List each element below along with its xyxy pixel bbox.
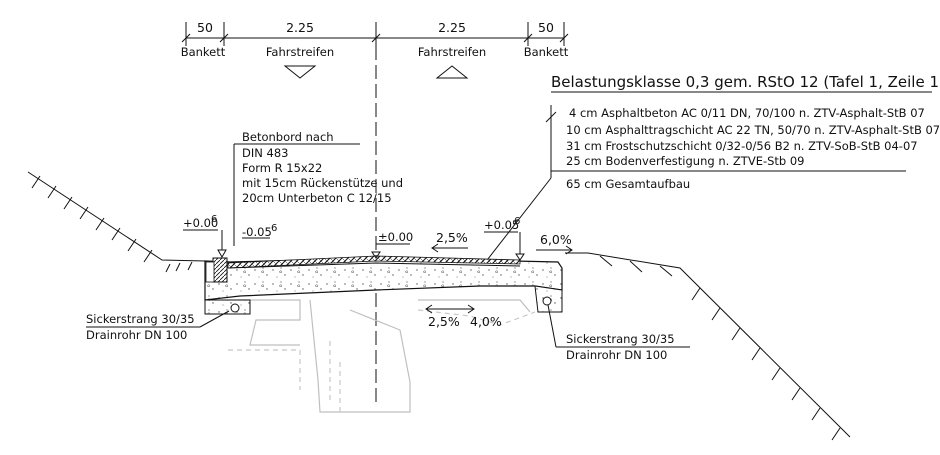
curb-note-line-3: mit 15cm Rückenstütze und (242, 176, 403, 190)
label-bankett-left: Bankett (181, 45, 226, 59)
slope-subgrade-right: 4,0% (470, 314, 502, 329)
direction-down-triangle-icon (283, 65, 317, 79)
level-left-gutter-sup: 6 (271, 223, 277, 234)
direction-up-triangle-icon (435, 65, 469, 79)
left-drain-pipe-icon (230, 303, 240, 313)
label-bankett-right: Bankett (524, 45, 569, 59)
pavement-structure (204, 255, 563, 315)
level-left-gutter: -0.05 (242, 225, 272, 239)
load-class-title: Belastungsklasse 0,3 gem. RStO 12 (Tafel… (551, 73, 940, 91)
curb-note-heading: Betonbord nach (242, 130, 334, 144)
left-curb (212, 257, 228, 283)
level-axis: ±0.00 (378, 230, 413, 244)
curb-note-line-4: 20cm Unterbeton C 12/15 (242, 191, 392, 205)
slope-surface: 2,5% (436, 230, 468, 245)
drain-labels: Sickerstrang 30/35 Drainrohr DN 100 Sick… (86, 304, 690, 362)
total-thickness: 65 cm Gesamtaufbau (566, 177, 690, 191)
dim-lane-left-value: 2.25 (286, 20, 314, 35)
right-drain-label-2: Drainrohr DN 100 (566, 348, 667, 362)
curb-note: Betonbord nach DIN 483 Form R 15x22 mit … (233, 130, 403, 246)
terrain (27, 171, 851, 441)
level-right-edge-sup: 6 (514, 216, 520, 227)
level-left-curb: +0.00 (183, 216, 218, 230)
layer-legend: Belastungsklasse 0,3 gem. RStO 12 (Tafel… (469, 73, 940, 283)
left-drain-label-2: Drainrohr DN 100 (86, 328, 187, 342)
left-drain-label-1: Sickerstrang 30/35 (86, 312, 195, 326)
dim-bankett-right-value: 50 (538, 20, 554, 35)
right-drain-label-1: Sickerstrang 30/35 (566, 332, 675, 346)
curb-note-line-1: DIN 483 (242, 146, 288, 160)
slope-annotations: 2,5% 6,0% 2,5% 4,0% (425, 230, 573, 329)
layer-frostschutzschicht: 31 cm Frostschutzschicht 0/32-0/56 B2 n.… (566, 139, 918, 153)
left-drain-trench (204, 299, 251, 315)
layer-asphalttragschicht: 10 cm Asphalttragschicht AC 22 TN, 50/70… (566, 123, 940, 137)
label-lane-right: Fahrstreifen (418, 45, 486, 59)
label-lane-left: Fahrstreifen (266, 45, 334, 59)
layer-bodenverfestigung: 25 cm Bodenverfestigung n. ZTVE-Stb 09 (566, 154, 805, 168)
level-right-edge: +0.05 (484, 218, 519, 232)
existing-structure-outline (227, 299, 536, 413)
level-left-curb-sup: 6 (211, 214, 217, 225)
dimension-chain: 50 2.25 2.25 50 Bankett Fahrstreifen Fah… (181, 20, 569, 79)
layer-asphaltbeton: 4 cm Asphaltbeton AC 0/11 DN, 70/100 n. … (569, 106, 925, 120)
right-drain-pipe-icon (542, 296, 552, 306)
curb-note-line-2: Form R 15x22 (242, 161, 322, 175)
slope-shoulder: 6,0% (540, 232, 572, 247)
level-markers: +0.00 6 -0.05 6 ±0.00 +0.05 6 (183, 214, 525, 261)
dim-lane-right-value: 2.25 (438, 20, 466, 35)
slope-subgrade-left: 2,5% (428, 314, 460, 329)
left-curb-backing (205, 261, 215, 283)
dim-bankett-left-value: 50 (197, 20, 213, 35)
